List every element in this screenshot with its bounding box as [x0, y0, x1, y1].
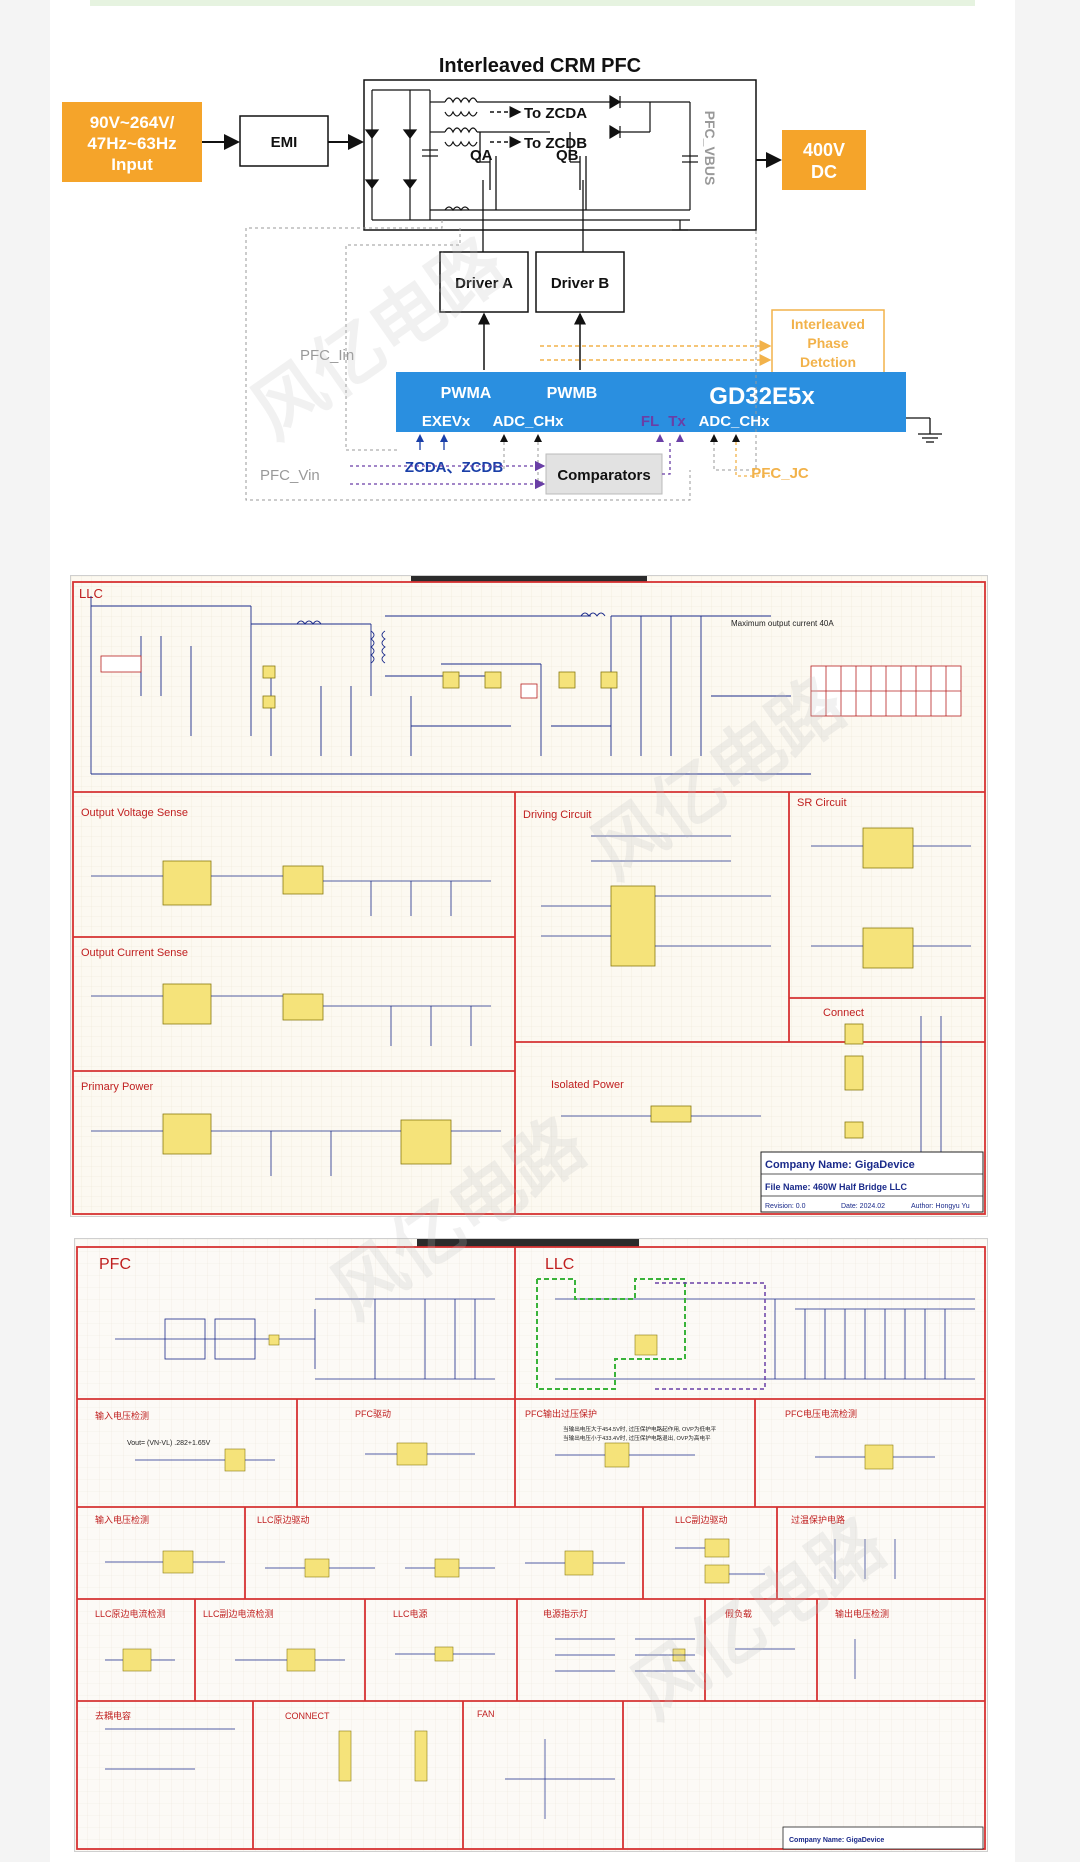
output-line2: DC — [811, 162, 837, 182]
full-toolbar — [417, 1239, 639, 1247]
adc-chx-left-label: ADC_CHx — [493, 413, 565, 430]
tx-label: Tx — [668, 413, 686, 430]
llc-company-name: Company Name: GigaDevice — [765, 1159, 915, 1171]
phase-detect-line2: Phase — [807, 335, 848, 351]
full-section-input-voltage-2: 输入电压检测 — [95, 1514, 149, 1525]
primary-power-title: Primary Power — [81, 1081, 153, 1093]
pfc-iin-label: PFC_Iin — [300, 347, 354, 364]
comparators-box — [545, 453, 663, 495]
llc-title-block — [760, 1151, 984, 1213]
driving-circuit-title: Driving Circuit — [523, 809, 591, 821]
pfc-vbus-label: PFC_VBUS — [702, 111, 718, 186]
llc-toolbar — [411, 576, 647, 582]
full-title-block — [782, 1826, 984, 1850]
full-section-otp: 过温保护电路 — [791, 1514, 845, 1525]
fl-label: FL — [641, 413, 659, 430]
to-zcdb-label: To ZCDB — [524, 135, 587, 152]
full-schematic-svg: PFC LLC 输入电压检测 PFC驱动 PFC输出过压保护 PFC电压电流检测… — [75, 1239, 987, 1851]
full-formula: Vout= (VN-VL) .282+1.65V — [127, 1440, 211, 1447]
input-line1: 90V~264V/ — [90, 113, 175, 132]
full-section-pfc: PFC — [99, 1256, 131, 1273]
top-green-bar — [90, 0, 975, 6]
full-ics — [122, 1442, 894, 1782]
max-output-current: Maximum output current 40A — [731, 619, 834, 628]
article-page: Interleaved CRM PFC 90V~264V/ 47Hz~63Hz … — [50, 0, 1015, 1862]
pfc-title: Interleaved CRM PFC — [439, 55, 641, 77]
full-section-llc-secondary-drive: LLC副边驱动 — [675, 1515, 728, 1525]
connect-title: Connect — [823, 1007, 864, 1019]
sr-circuit-title: SR Circuit — [797, 797, 847, 809]
to-zcda-label: To ZCDA — [524, 105, 587, 122]
full-section-power-led: 电源指示灯 — [543, 1608, 588, 1619]
mosfet-qa — [479, 132, 497, 210]
llc-mosfets — [262, 665, 618, 709]
llc-selection-outline — [536, 1278, 686, 1390]
full-company-name: Company Name: GigaDevice — [789, 1837, 884, 1844]
full-section-pfc-vi-sense: PFC电压电流检测 — [785, 1408, 857, 1419]
output-current-sense-title: Output Current Sense — [81, 947, 188, 959]
full-section-fan: FAN — [477, 1709, 495, 1719]
zcda-zcdb-label: ZCDA、ZCDB — [405, 459, 503, 476]
full-note-1: 当输出电压大于454.5V时, 过压保护电路起作用, OVP为低电平 — [563, 1425, 717, 1433]
pwma-label: PWMA — [441, 385, 492, 402]
pfc-block-diagram-svg: Interleaved CRM PFC 90V~264V/ 47Hz~63Hz … — [62, 55, 942, 501]
full-section-llc: LLC — [545, 1256, 574, 1273]
driver-a-label: Driver A — [455, 275, 513, 292]
pfc-block-diagram: Interleaved CRM PFC 90V~264V/ 47Hz~63Hz … — [50, 30, 1015, 520]
llc-main-wiring — [90, 596, 811, 775]
llc-revision: Revision: 0.0 — [765, 1203, 806, 1210]
qa-label: QA — [470, 147, 493, 164]
full-schematic: PFC LLC 输入电压检测 PFC驱动 PFC输出过压保护 PFC电压电流检测… — [74, 1238, 988, 1852]
driver-b-box — [535, 251, 625, 313]
emi-box — [239, 115, 329, 167]
full-section-connect: CONNECT — [285, 1711, 330, 1721]
full-section-llc-power: LLC电源 — [393, 1608, 428, 1619]
full-section-llc-primary-current: LLC原边电流检测 — [95, 1608, 166, 1619]
adc-chx-right-label: ADC_CHx — [699, 413, 771, 430]
emi-label: EMI — [271, 134, 298, 151]
full-note-2: 当输出电压小于433.4V时, 过压保护电路退出, OVP为高电平 — [563, 1434, 711, 1442]
llc-schematic: LLC Maximum output current 40A — [70, 575, 988, 1217]
full-section-output-voltage: 输出电压检测 — [835, 1608, 889, 1619]
phase-detect-line1: Interleaved — [791, 316, 865, 332]
full-pfc-wiring — [115, 1298, 495, 1380]
pfc-power-stage — [363, 79, 757, 231]
full-section-decoupling: 去耦电容 — [95, 1710, 131, 1721]
comparators-label: Comparators — [557, 467, 650, 484]
output-voltage-sense-title: Output Voltage Sense — [81, 807, 188, 819]
driver-b-label: Driver B — [551, 275, 610, 292]
isolated-power-title: Isolated Power — [551, 1079, 624, 1091]
llc-capacitor-bank — [810, 665, 962, 717]
llc-author: Author: Hongyu Yu — [911, 1203, 970, 1210]
full-section-input-voltage-1: 输入电压检测 — [95, 1410, 149, 1421]
full-section-llc-secondary-current: LLC副边电流检测 — [203, 1608, 274, 1619]
full-section-pfc-drive: PFC驱动 — [355, 1409, 391, 1419]
exevx-label: EXEVx — [422, 413, 471, 430]
output-box — [782, 130, 866, 190]
full-section-pfc-ovp: PFC输出过压保护 — [525, 1408, 597, 1419]
bridge-rectifier — [364, 89, 430, 221]
input-line2: 47Hz~63Hz — [87, 134, 176, 153]
llc-ics — [162, 827, 914, 1165]
pfc-vin-label: PFC_Vin — [260, 467, 320, 484]
llc-schematic-svg: LLC Maximum output current 40A — [71, 576, 987, 1216]
phase-detect-box — [771, 309, 885, 379]
coupled-inductors — [430, 97, 610, 147]
output-line1: 400V — [803, 140, 845, 160]
mcu-bar — [396, 372, 906, 432]
input-line3: Input — [111, 155, 153, 174]
qb-label: QB — [556, 147, 579, 164]
pfc-jc-label: PFC_JC — [751, 465, 809, 482]
llc-file-name: File Name: 460W Half Bridge LLC — [765, 1182, 908, 1192]
full-section-dummy-load: 假负载 — [725, 1608, 752, 1619]
full-section-llc-primary-drive: LLC原边驱动 — [257, 1515, 310, 1525]
llc-title: LLC — [79, 586, 103, 601]
input-box — [62, 102, 202, 182]
mosfet-qb — [569, 132, 587, 210]
driver-a-box — [439, 251, 529, 313]
mcu-label: GD32E5x — [709, 383, 815, 410]
llc-date: Date: 2024.02 — [841, 1203, 885, 1210]
phase-detect-line3: Detction — [800, 354, 856, 370]
pwmb-label: PWMB — [547, 385, 598, 402]
